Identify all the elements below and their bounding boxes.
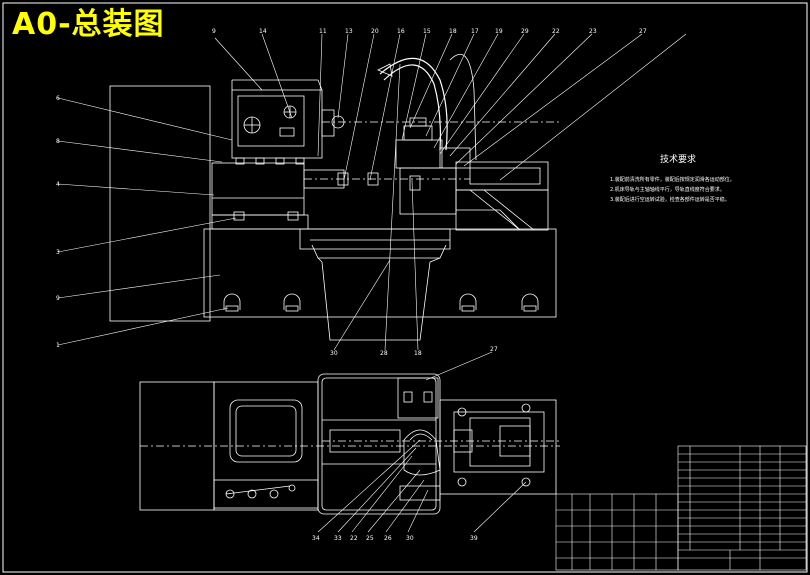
callout-front-bottom-28: 28 <box>380 350 388 357</box>
callout-plan-bottom-30: 30 <box>406 535 414 542</box>
callout-top-20: 20 <box>371 28 379 35</box>
callout-top-13: 13 <box>345 28 353 35</box>
callout-left-1: 1 <box>56 342 60 349</box>
callout-plan-bottom-26: 26 <box>384 535 392 542</box>
tech-requirements-heading: 技术要求 <box>660 155 697 165</box>
callout-plan-bottom-25: 25 <box>366 535 374 542</box>
callout-left-4: 4 <box>56 181 60 188</box>
callout-front-bottom-30: 30 <box>330 350 338 357</box>
drawing-title: A0-总装图 <box>12 7 165 42</box>
callout-left-8: 8 <box>56 138 60 145</box>
callout-left-6: 6 <box>56 95 60 102</box>
callout-top-29: 29 <box>521 28 529 35</box>
callout-top-22: 22 <box>552 28 560 35</box>
callout-plan-bottom-39: 39 <box>470 535 478 542</box>
callout-plan-bottom-34: 34 <box>312 535 320 542</box>
callout-plan-bottom-22: 22 <box>350 535 358 542</box>
plan-view <box>139 373 560 515</box>
callout-top-18: 18 <box>449 28 457 35</box>
tech-requirement-3: 3.装配后进行空运转试验，检查各部件运转是否平稳。 <box>610 197 730 203</box>
title-block <box>555 445 807 571</box>
callout-top-23: 23 <box>589 28 597 35</box>
tech-requirement-2: 2.机床导轨与主轴轴线平行，导轨直线度符合要求。 <box>610 187 725 193</box>
callout-top-27: 27 <box>639 28 647 35</box>
callout-top-11: 11 <box>319 28 327 35</box>
leader-lines-plan <box>317 439 527 533</box>
callout-top-14: 14 <box>259 28 267 35</box>
callout-top-19: 19 <box>495 28 503 35</box>
callout-top-17: 17 <box>471 28 479 35</box>
callout-top-9: 9 <box>212 28 216 35</box>
callout-27: 27 <box>490 346 498 353</box>
callout-front-bottom-18: 18 <box>414 350 422 357</box>
front-view <box>109 54 560 341</box>
callout-top-15: 15 <box>423 28 431 35</box>
callout-left-9: 9 <box>56 295 60 302</box>
tech-requirement-1: 1.装配前清洗所有零件，装配后按规定润滑各运动部位。 <box>610 177 735 183</box>
callout-left-3: 3 <box>56 249 60 256</box>
leader-lines-front <box>57 33 687 381</box>
callout-plan-bottom-33: 33 <box>334 535 342 542</box>
callout-top-16: 16 <box>397 28 405 35</box>
